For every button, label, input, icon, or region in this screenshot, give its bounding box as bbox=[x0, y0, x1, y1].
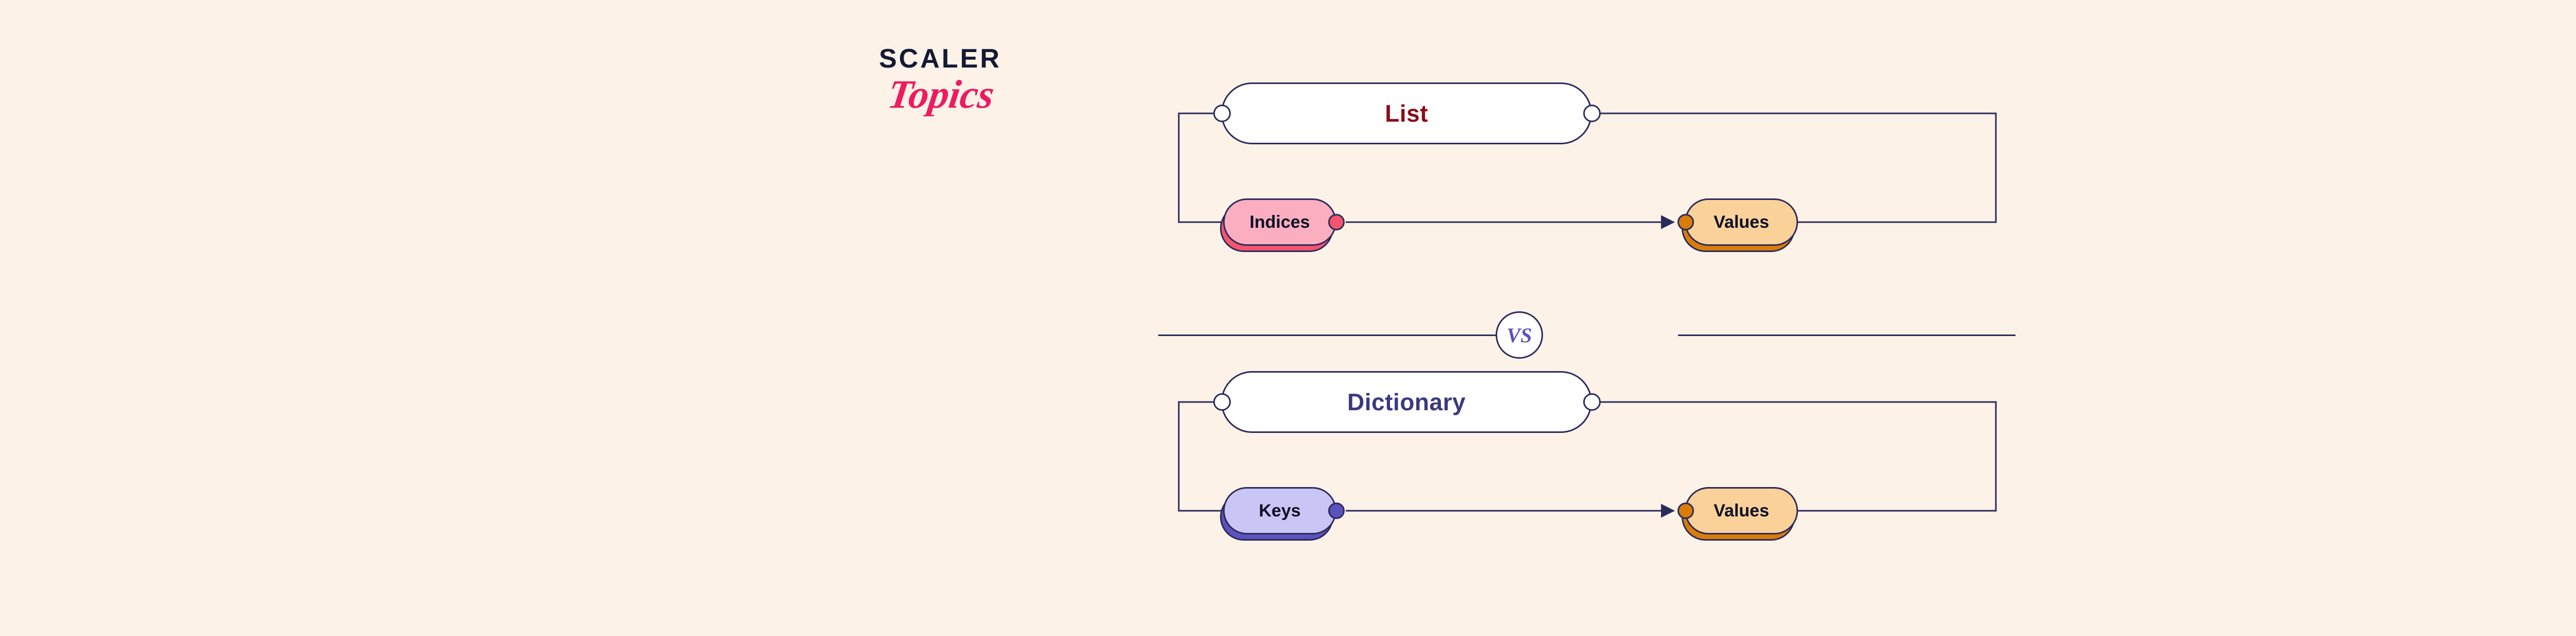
dictionary-values-node[interactable]: Values bbox=[1685, 487, 1798, 534]
bracket-dictionary-right bbox=[1601, 401, 1997, 512]
dictionary-values-edge-dot bbox=[1677, 503, 1694, 519]
list-values-node-label: Values bbox=[1714, 212, 1769, 232]
indices-node[interactable]: Indices bbox=[1223, 198, 1336, 246]
vs-badge-label: VS bbox=[1506, 323, 1532, 347]
scaler-topics-logo: SCALER Topics bbox=[876, 45, 1051, 136]
dictionary-title: Dictionary bbox=[1347, 389, 1466, 415]
bracket-list-left bbox=[1178, 112, 1223, 223]
list-values-edge-dot bbox=[1677, 214, 1694, 230]
list-container: List bbox=[1221, 82, 1592, 144]
vs-divider: VS bbox=[1154, 309, 2020, 361]
list-left-connector-circle bbox=[1213, 105, 1231, 122]
bracket-list-right bbox=[1601, 112, 1997, 223]
dictionary-container: Dictionary bbox=[1221, 371, 1592, 433]
indices-edge-dot bbox=[1328, 214, 1345, 230]
dictionary-right-connector-circle bbox=[1583, 393, 1601, 411]
vs-badge: VS bbox=[1496, 311, 1543, 359]
vs-divider-line-left bbox=[1158, 334, 1496, 336]
indices-node-label: Indices bbox=[1249, 212, 1310, 232]
keys-node[interactable]: Keys bbox=[1223, 487, 1336, 534]
keys-node-label: Keys bbox=[1259, 500, 1301, 521]
dictionary-values-node-label: Values bbox=[1714, 500, 1769, 521]
list-values-node[interactable]: Values bbox=[1685, 198, 1798, 246]
vs-divider-line-right bbox=[1678, 334, 2015, 336]
dictionary-left-connector-circle bbox=[1213, 393, 1231, 411]
connector-lines bbox=[1178, 112, 1997, 518]
keys-edge-dot bbox=[1328, 503, 1345, 519]
logo-wordmark-topics: Topics bbox=[885, 72, 997, 116]
list-right-connector-circle bbox=[1583, 105, 1601, 122]
list-vs-dictionary-diagram: List Indices Values VS Dictionary Keys V… bbox=[1154, 67, 2020, 562]
logo-wordmark-scaler: SCALER bbox=[879, 44, 1002, 74]
bracket-dictionary-left bbox=[1178, 401, 1223, 512]
list-title: List bbox=[1385, 100, 1428, 127]
